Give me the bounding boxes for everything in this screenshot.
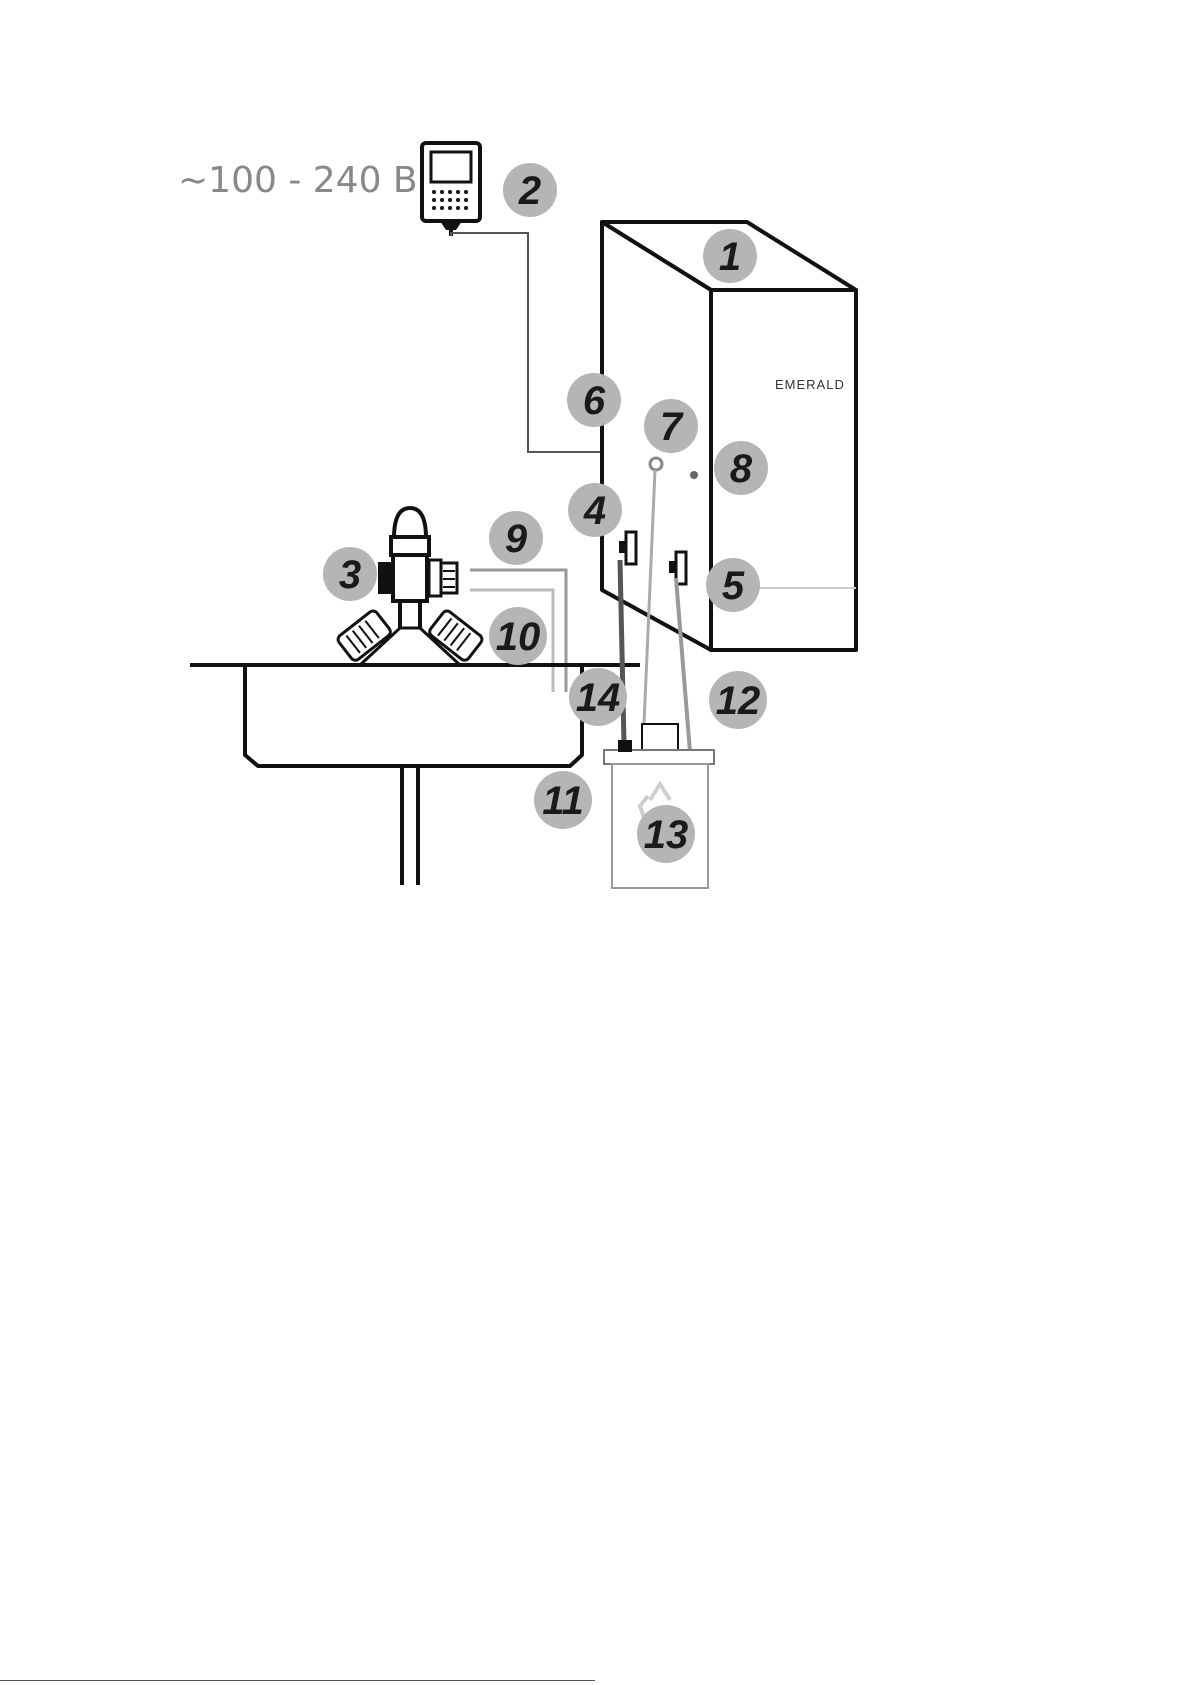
svg-text:1: 1 [719,235,741,279]
callout-4: 4 [568,483,622,537]
svg-text:12: 12 [716,679,761,723]
svg-text:2: 2 [518,169,541,213]
callout-2: 2 [503,163,557,217]
svg-text:10: 10 [496,615,541,659]
svg-text:13: 13 [644,813,689,857]
svg-text:14: 14 [576,676,621,720]
svg-text:11: 11 [542,779,584,823]
svg-text:4: 4 [583,489,606,533]
power-adapter [422,143,480,236]
sensor-dot [690,471,698,479]
indicator-fitting [650,458,662,470]
callout-3: 3 [323,547,377,601]
callout-5: 5 [706,558,760,612]
svg-text:5: 5 [722,564,745,608]
callout-7: 7 [644,399,698,453]
svg-text:9: 9 [505,517,528,561]
brand-label: EMERALD [775,377,845,392]
callout-12: 12 [709,671,767,729]
callout-14: 14 [569,668,627,726]
svg-text:3: 3 [339,553,361,597]
footnote-separator [0,1680,595,1681]
callout-10: 10 [489,607,547,665]
callout-1: 1 [703,229,757,283]
supply-voltage-label: ~100 - 240 В [178,160,418,201]
callout-9: 9 [489,511,543,565]
svg-text:6: 6 [583,379,606,423]
callout-8: 8 [714,441,768,495]
callout-13: 13 [637,805,695,863]
callout-11: 11 [534,771,592,829]
svg-text:8: 8 [730,447,753,491]
svg-text:7: 7 [660,405,684,449]
callout-6: 6 [567,373,621,427]
